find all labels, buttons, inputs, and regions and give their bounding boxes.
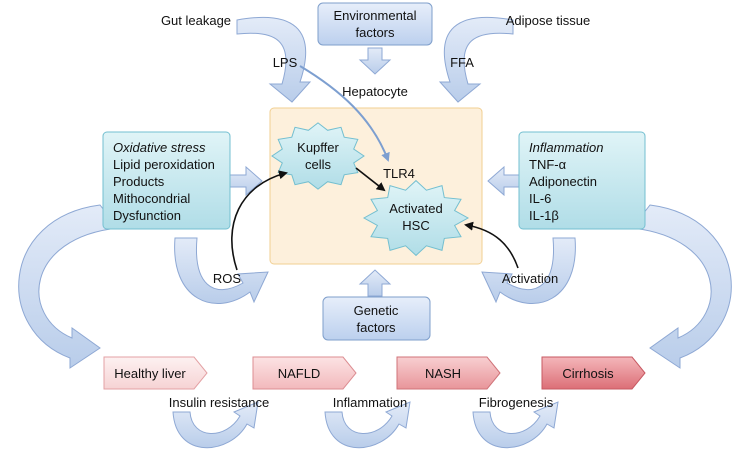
environmental-line1: Environmental bbox=[333, 8, 416, 23]
oxidative-stress-box: Oxidative stress Lipid peroxidation Prod… bbox=[102, 131, 231, 230]
adipose-tissue-label: Adipose tissue bbox=[506, 13, 591, 28]
hsc-line2: HSC bbox=[402, 218, 429, 233]
stage-healthy-liver: Healthy liver bbox=[103, 356, 208, 390]
lps-label: LPS bbox=[273, 55, 298, 70]
genetic-line2: factors bbox=[356, 320, 396, 335]
stage-nafld: NAFLD bbox=[252, 356, 357, 390]
activated-hsc-burst: Activated HSC bbox=[362, 179, 470, 257]
stage-label: Cirrhosis bbox=[562, 366, 614, 381]
insulin-resistance-loop-arrow bbox=[172, 401, 259, 449]
hsc-line1: Activated bbox=[389, 201, 442, 216]
inflammation-box: Inflammation TNF-α Adiponectin IL-6 IL-1… bbox=[518, 131, 646, 230]
genetic-up-arrow bbox=[358, 269, 392, 297]
environmental-line2: factors bbox=[355, 25, 395, 40]
gut-leakage-label: Gut leakage bbox=[161, 13, 231, 28]
kupffer-line1: Kupffer bbox=[297, 140, 339, 155]
inflammation-loop-arrow bbox=[324, 401, 411, 449]
gut-leakage-curved-arrow bbox=[236, 16, 312, 103]
stage-cirrhosis: Cirrhosis bbox=[541, 356, 646, 390]
inflammation-item: Adiponectin bbox=[529, 174, 597, 189]
stage-label: NASH bbox=[425, 366, 461, 381]
environmental-factors-box: Environmental factors bbox=[317, 2, 433, 46]
oxidative-item: Mithocondrial bbox=[113, 191, 190, 206]
ros-arrow bbox=[231, 170, 288, 271]
genetic-factors-box: Genetic factors bbox=[322, 296, 431, 341]
adipose-tissue-curved-arrow bbox=[438, 16, 514, 103]
inflammation-title: Inflammation bbox=[529, 140, 603, 155]
stage-label: Healthy liver bbox=[114, 366, 186, 381]
transition-inflammation: Inflammation bbox=[333, 395, 407, 410]
environmental-down-arrow bbox=[358, 47, 392, 75]
stage-nash: NASH bbox=[396, 356, 501, 390]
genetic-line1: Genetic bbox=[354, 303, 399, 318]
transition-fibrogenesis: Fibrogenesis bbox=[479, 395, 554, 410]
inflammation-item: IL-6 bbox=[529, 191, 551, 206]
oxidative-item: Lipid peroxidation bbox=[113, 157, 215, 172]
kupffer-line2: cells bbox=[305, 157, 332, 172]
kupffer-to-hsc-arrow bbox=[355, 167, 386, 192]
tlr4-label: TLR4 bbox=[383, 166, 415, 181]
oxidative-title: Oxidative stress bbox=[113, 140, 206, 155]
ros-label: ROS bbox=[213, 271, 242, 286]
activation-loop-arrow bbox=[481, 237, 576, 305]
kupffer-cells-burst: Kupffer cells bbox=[271, 122, 365, 190]
oxidative-item: Products bbox=[113, 174, 165, 189]
inflammation-item: IL-1β bbox=[529, 208, 559, 223]
oxidative-right-arrow bbox=[229, 165, 263, 197]
inflammation-item: TNF-α bbox=[529, 157, 567, 172]
fibrogenesis-loop-arrow bbox=[472, 401, 559, 449]
oxidative-item: Dysfunction bbox=[113, 208, 181, 223]
left-big-arc-arrow bbox=[18, 204, 119, 369]
transition-insulin-resistance: Insulin resistance bbox=[169, 395, 269, 410]
activation-label: Activation bbox=[502, 271, 558, 286]
hepatocyte-label: Hepatocyte bbox=[342, 84, 408, 99]
right-big-arc-arrow bbox=[631, 204, 732, 369]
lps-to-tlr4-arrow bbox=[299, 65, 390, 162]
inflammation-left-arrow bbox=[487, 165, 521, 197]
ffa-label: FFA bbox=[450, 55, 474, 70]
ros-loop-arrow bbox=[174, 237, 269, 305]
stage-label: NAFLD bbox=[278, 366, 321, 381]
activation-arrow bbox=[464, 221, 519, 269]
